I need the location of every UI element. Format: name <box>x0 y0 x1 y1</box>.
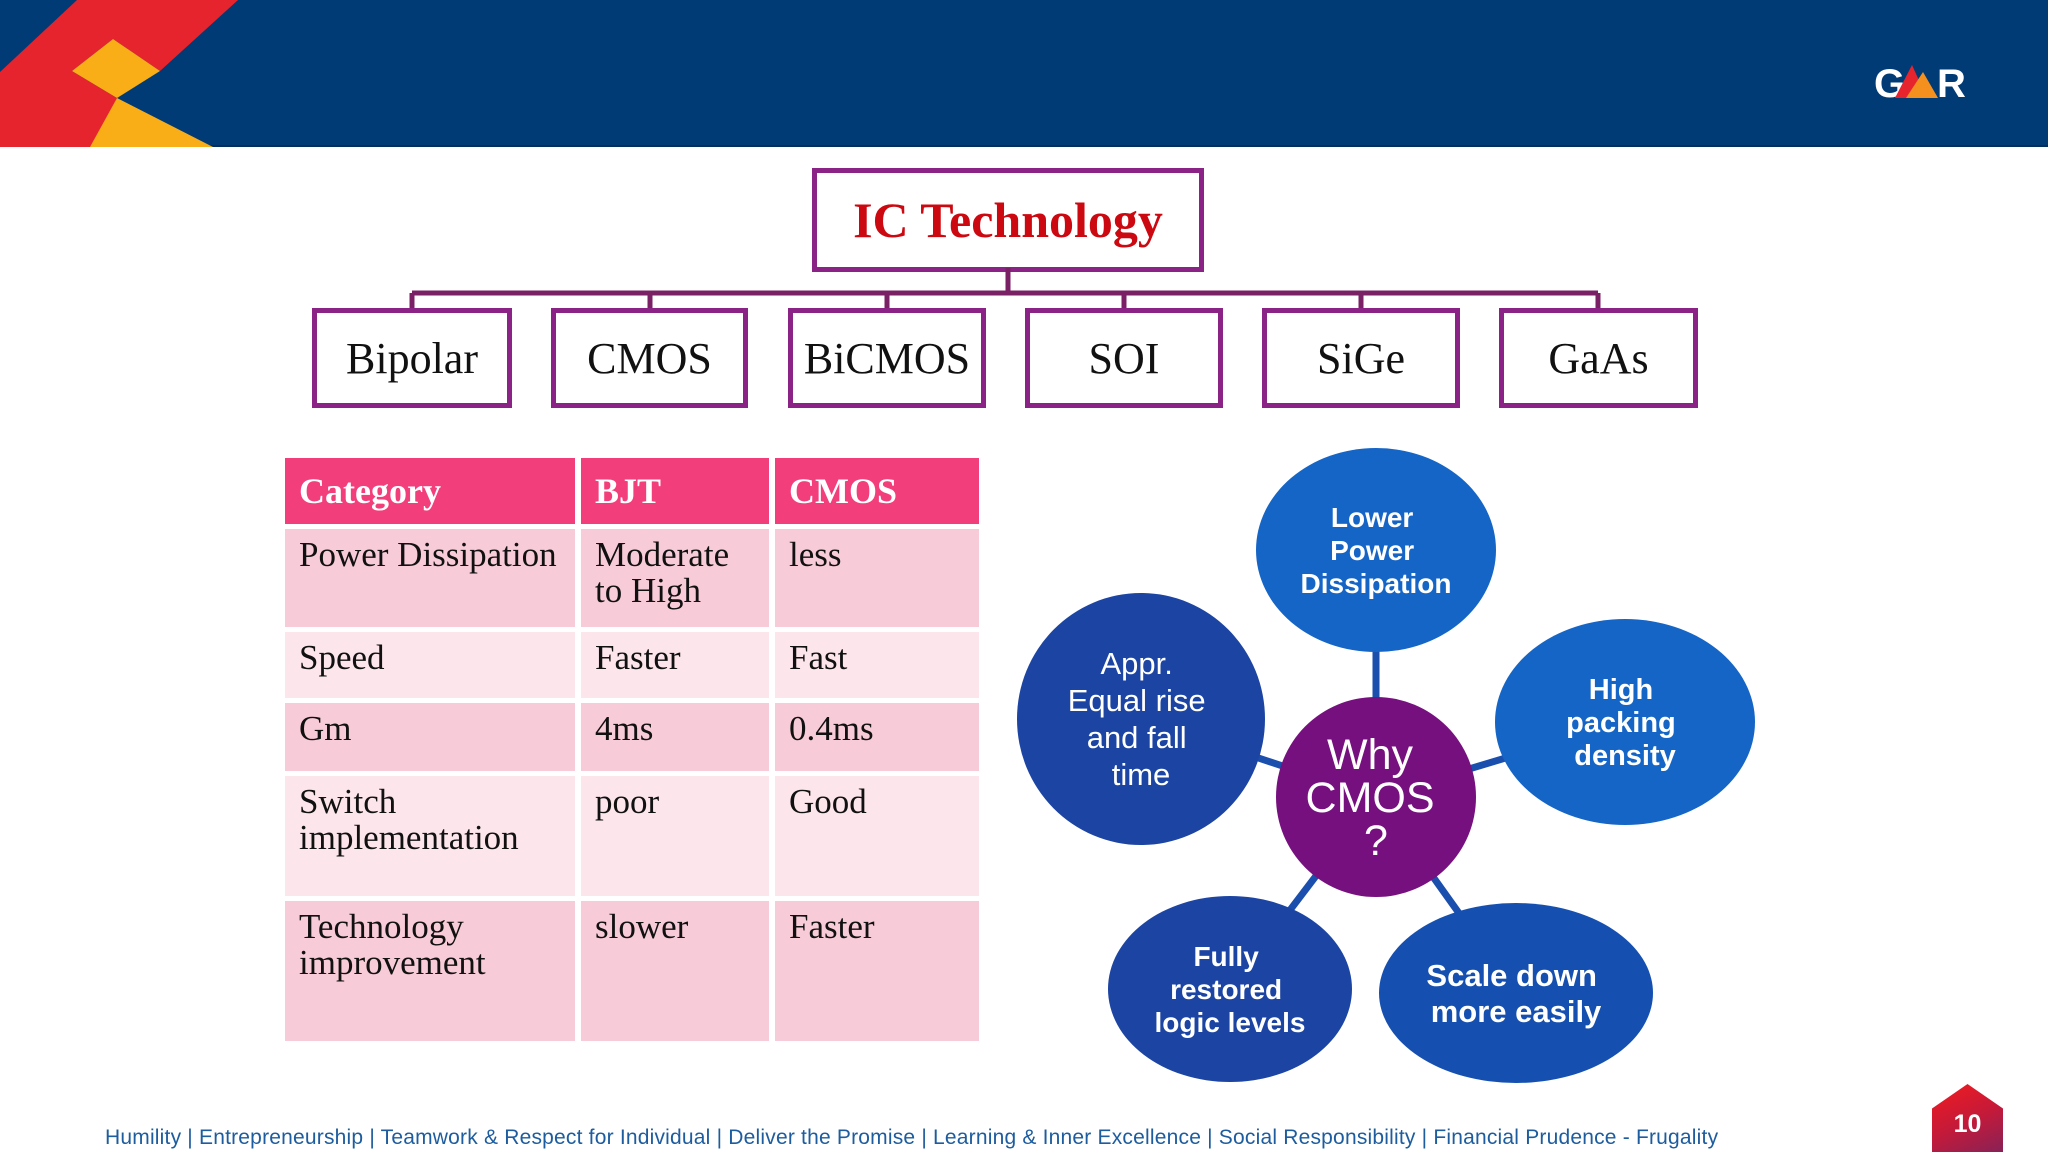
table-row: Technology improvement slower Faster <box>285 901 979 1041</box>
bubble-line: packing <box>1566 707 1676 739</box>
bubble-line: Appr. <box>1100 646 1172 681</box>
tree-node-bipolar: Bipolar <box>312 308 512 408</box>
cell-category: Switch implementation <box>285 776 575 896</box>
bubble-high-packing-density <box>1495 619 1755 825</box>
bubble-line: Dissipation <box>1301 568 1452 599</box>
bubble-line: logic levels <box>1155 1007 1306 1038</box>
footer-values-text: Humility | Entrepreneurship | Teamwork &… <box>105 1126 1719 1149</box>
tree-node-sige: SiGe <box>1262 308 1460 408</box>
bjt-cmos-comparison-table: Category BJT CMOS Power Dissipation Mode… <box>279 453 985 1046</box>
cell-cmos: 0.4ms <box>775 703 979 771</box>
cell-bjt: Faster <box>581 632 769 698</box>
center-line: CMOS <box>1306 774 1435 822</box>
table-row: Speed Faster Fast <box>285 632 979 698</box>
cell-cmos: less <box>775 529 979 627</box>
gmr-logo-mountain-orange <box>1906 72 1938 98</box>
bubble-line: more easily <box>1431 994 1602 1029</box>
brand-ribbon-pattern <box>0 0 238 147</box>
tree-node-bicmos: BiCMOS <box>788 308 986 408</box>
gmr-logo-letter-r: R <box>1937 62 1966 104</box>
cell-cmos: Good <box>775 776 979 896</box>
bubble-appr-equal-rise-fall <box>1017 593 1265 845</box>
cell-bjt: slower <box>581 901 769 1041</box>
bubble-lower-power-dissipation <box>1256 448 1496 652</box>
cell-cmos: Fast <box>775 632 979 698</box>
cell-cmos: Faster <box>775 901 979 1041</box>
cell-category: Technology improvement <box>285 901 575 1041</box>
page-title: IC Technology <box>853 192 1163 248</box>
column-header-bjt: BJT <box>581 458 769 524</box>
column-header-category: Category <box>285 458 575 524</box>
center-circle-why-cmos <box>1276 697 1476 897</box>
bubble-line: Power <box>1330 535 1414 566</box>
center-line: Why <box>1327 731 1414 779</box>
table-row: Switch implementation poor Good <box>285 776 979 896</box>
gmr-logo: G R <box>1874 62 1966 104</box>
tree-node-soi: SOI <box>1025 308 1223 408</box>
svg-text:Lower Power Dissipatio: Lower Power Dissipation <box>1301 502 1452 599</box>
column-header-cmos: CMOS <box>775 458 979 524</box>
table-row: Gm 4ms 0.4ms <box>285 703 979 771</box>
bubble-scale-down <box>1379 903 1653 1083</box>
cell-bjt: Moderate to High <box>581 529 769 627</box>
top-banner: G R <box>0 0 2048 147</box>
title-box: IC Technology <box>812 168 1204 272</box>
svg-text:Appr. Equal rise and f: Appr. Equal rise and fall time <box>1068 646 1214 792</box>
page-number-badge: 10 <box>1932 1084 2003 1152</box>
ribbon-yellow-band <box>90 98 213 147</box>
ribbon-yellow-diamond <box>72 39 160 98</box>
bubble-line: time <box>1112 757 1171 792</box>
why-cmos-diagram: Lower Power Dissipation High packing den… <box>1017 448 1755 1083</box>
center-line: ? <box>1364 817 1388 865</box>
table-header-row: Category BJT CMOS <box>285 458 979 524</box>
bubble-fully-restored-logic <box>1108 896 1352 1082</box>
page-number: 10 <box>1953 1109 1982 1138</box>
table-row: Power Dissipation Moderate to High less <box>285 529 979 627</box>
bubble-line: Fully <box>1193 941 1259 972</box>
tree-connector-lines <box>409 268 1601 313</box>
cell-category: Speed <box>285 632 575 698</box>
bubble-line: Lower <box>1331 502 1414 533</box>
cell-bjt: 4ms <box>581 703 769 771</box>
tree-node-cmos: CMOS <box>551 308 748 408</box>
svg-text:Scale down more easily: Scale down more easily <box>1426 958 1605 1029</box>
bubble-line: Equal rise <box>1068 683 1206 718</box>
svg-text:High packing density: High packing density <box>1566 674 1684 772</box>
bubble-line: restored <box>1170 974 1282 1005</box>
cell-bjt: poor <box>581 776 769 896</box>
bubble-line: and fall <box>1087 720 1187 755</box>
svg-text:Fully restored logic l: Fully restored logic levels <box>1155 941 1306 1038</box>
cell-category: Gm <box>285 703 575 771</box>
cell-category: Power Dissipation <box>285 529 575 627</box>
bubble-line: density <box>1574 740 1676 772</box>
ribbon-red-shape <box>0 0 238 147</box>
bubble-line: High <box>1589 674 1653 706</box>
svg-text:Why CMOS ?: Why CMOS ? <box>1306 731 1447 865</box>
tree-node-gaas: GaAs <box>1499 308 1698 408</box>
bubble-line: Scale down <box>1426 958 1597 993</box>
